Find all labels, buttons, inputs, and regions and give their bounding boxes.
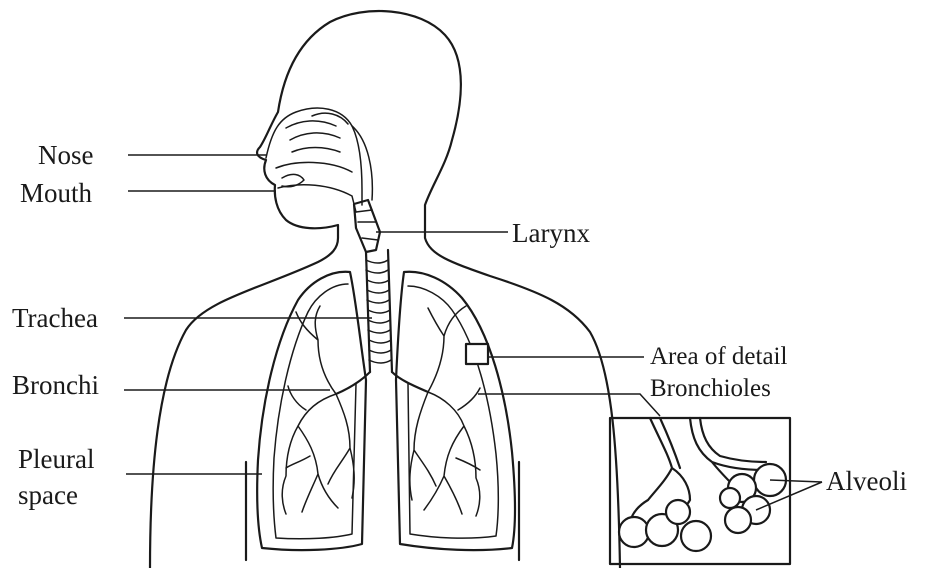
right-bronchial-tree (410, 306, 480, 516)
label-alveoli: Alveoli (826, 466, 907, 496)
right-lung-inner (408, 286, 498, 538)
label-pleural-space-line2: space (18, 480, 78, 510)
area-of-detail-box (466, 344, 488, 364)
label-larynx: Larynx (512, 218, 590, 248)
alveolus (666, 500, 690, 524)
label-bronchi: Bronchi (12, 370, 99, 400)
oral-cavity (278, 185, 356, 212)
larynx-shape (354, 200, 380, 252)
body-outline (150, 11, 620, 568)
nasal-turbinates (286, 113, 348, 152)
label-bronchioles: Bronchioles (650, 374, 771, 404)
label-mouth: Mouth (20, 178, 92, 208)
palate (276, 162, 352, 172)
alveolus (681, 521, 711, 551)
label-area-of-detail: Area of detail (650, 342, 787, 372)
label-nose: Nose (38, 140, 94, 170)
alveolus (619, 517, 649, 547)
left-bronchial-tree (282, 306, 354, 514)
label-pleural-space-line1: Pleural (18, 444, 94, 474)
alveolus (720, 488, 740, 508)
label-trachea: Trachea (12, 303, 98, 333)
bronchi-main (336, 372, 428, 394)
alveolus (725, 507, 751, 533)
